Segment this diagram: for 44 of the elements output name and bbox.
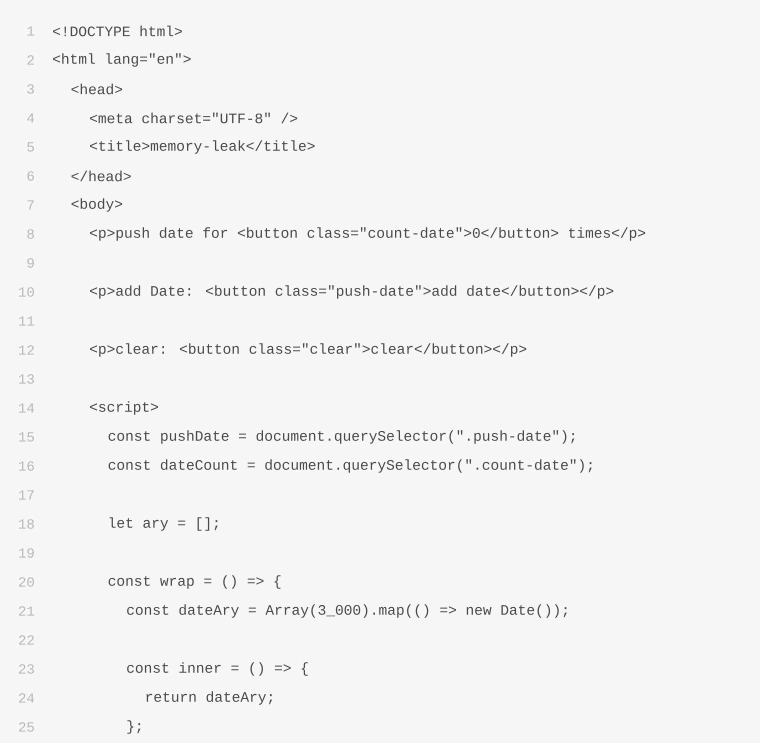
- line-number: 25: [19, 722, 34, 732]
- line-number: 12: [19, 345, 34, 355]
- code-line: return dateAry;: [146, 691, 272, 705]
- line-number: 19: [19, 548, 34, 558]
- code-line: const dateCount = document.querySelector(".count-date");: [108, 459, 592, 473]
- line-number: 6: [27, 171, 34, 181]
- line-number: 18: [19, 519, 34, 529]
- line-number: 20: [19, 577, 34, 587]
- code-line: const inner = () => {: [127, 662, 308, 676]
- code-line: <!DOCTYPE html>: [53, 26, 182, 36]
- line-number: 21: [19, 606, 34, 616]
- line-number: 15: [19, 432, 34, 442]
- line-number: 24: [19, 693, 34, 703]
- line-number: 11: [19, 316, 34, 326]
- code-line: <script>: [90, 401, 158, 415]
- line-number: 5: [27, 142, 34, 152]
- code-line: </head>: [72, 170, 131, 182]
- code-line: <p>push date for <button class="count-date">0</button> times</p>: [90, 227, 646, 241]
- line-number: 22: [19, 635, 34, 645]
- code-line: <title>memory-leak</title>: [90, 140, 315, 154]
- line-number: 14: [19, 403, 34, 413]
- code-line: <html lang="en">: [53, 53, 191, 67]
- line-number: 17: [19, 490, 34, 500]
- code-line: const dateAry = Array(3_000).map(() => new Date());: [127, 604, 567, 618]
- code-line: const pushDate = document.querySelector(".push-date");: [108, 430, 574, 444]
- line-number: 16: [19, 461, 34, 471]
- line-number: 4: [27, 113, 34, 123]
- code-line: };: [127, 720, 140, 734]
- line-number: 9: [27, 258, 34, 268]
- line-number: 7: [28, 200, 34, 210]
- code-line: <body>: [72, 198, 122, 212]
- line-number: 10: [19, 287, 34, 297]
- code-line: <p>clear: <button class="clear">clear</button></p>: [90, 343, 526, 357]
- code-line: let ary = [];: [110, 517, 218, 531]
- line-number: 23: [19, 664, 34, 674]
- line-number: 8: [27, 229, 34, 239]
- code-line: <meta charset="UTF-8" />: [90, 112, 298, 124]
- line-number: 2: [27, 55, 34, 65]
- code-line: <head>: [72, 84, 122, 94]
- line-number: 1: [27, 26, 34, 36]
- line-number: 13: [19, 374, 34, 384]
- code-line: const wrap = () => {: [108, 575, 281, 589]
- line-number: 3: [27, 84, 34, 94]
- code-line: <p>add Date: <button class="push-date">add date</button></p>: [90, 285, 614, 299]
